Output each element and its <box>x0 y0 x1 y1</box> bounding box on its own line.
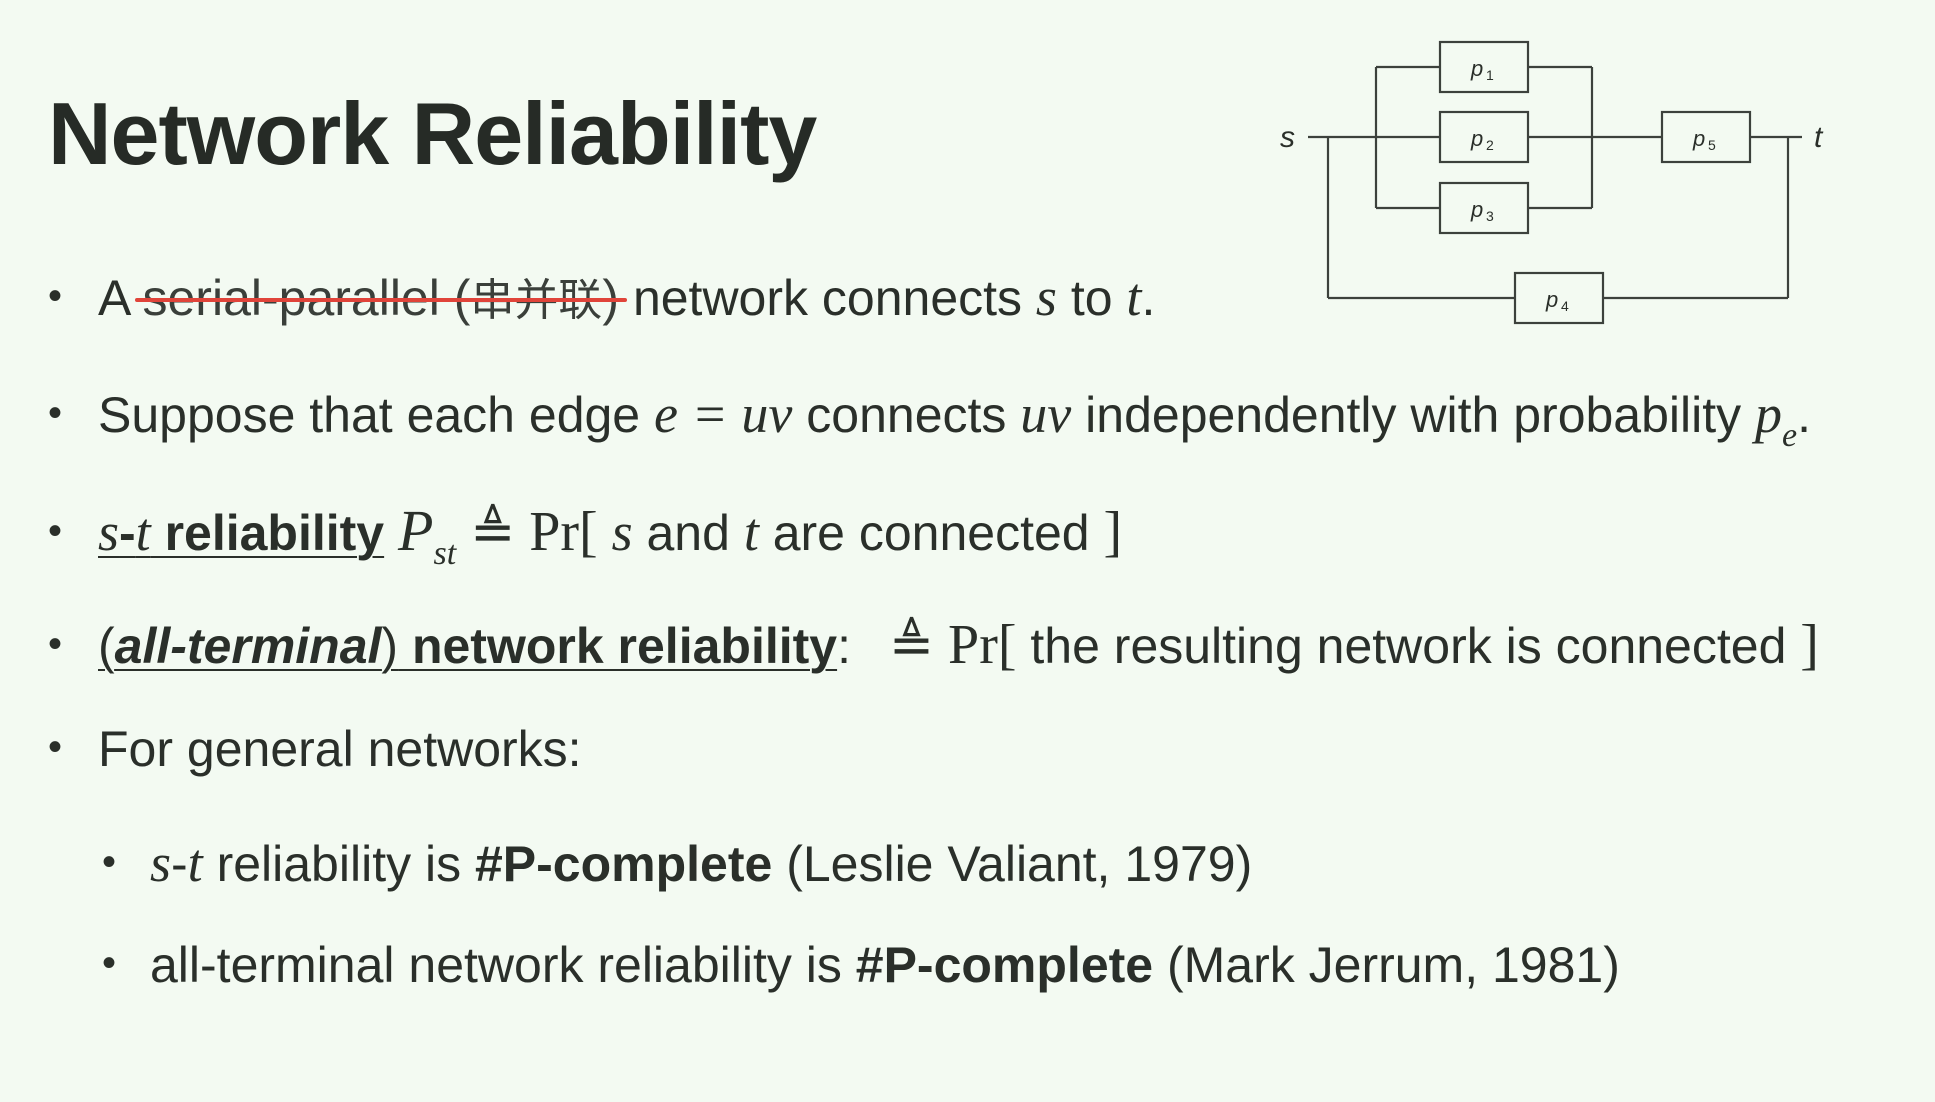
complexity-class: #P-complete <box>855 937 1154 993</box>
math-P-sub: st <box>433 535 457 572</box>
edge-label-sub: 4 <box>1561 298 1569 314</box>
math-P: P <box>398 498 434 563</box>
edge-box-p4 <box>1513 271 1605 325</box>
math-edge-eq: e = uv <box>654 384 793 444</box>
math-t: t <box>1126 267 1142 327</box>
math-s: s <box>1035 267 1057 327</box>
term-st-reliability: s-t reliability <box>98 502 385 562</box>
math-pr-open: Pr[ <box>529 501 598 563</box>
network-diagram: s t p 1 p 2 p 3 p 4 p 5 <box>1280 40 1824 325</box>
math-pr-close: ] <box>1800 614 1819 676</box>
bullet-all-terminal: •(all-terminal) network reliability: ≜ P… <box>48 613 1819 676</box>
edge-label-sub: 2 <box>1486 137 1494 153</box>
defined-as-symbol: ≜ <box>470 500 516 563</box>
math-p: p <box>1755 384 1783 444</box>
citation: (Leslie Valiant, 1979) <box>772 836 1253 892</box>
bullet-dot: • <box>48 622 63 666</box>
bullet-dot: • <box>48 391 63 435</box>
math-p-sub: e <box>1782 417 1798 454</box>
slide-title: Network Reliability <box>48 84 817 183</box>
bullet-general-networks: •For general networks: <box>48 721 582 777</box>
bullet-st-reliability: •s-t reliability Pst ≜ Pr[ s and t are c… <box>48 498 1123 572</box>
complexity-class: #P-complete <box>474 836 773 892</box>
defined-as-symbol: ≜ <box>888 613 935 676</box>
bullet-dot: • <box>48 509 63 553</box>
edge-label: p <box>1470 56 1483 81</box>
edge-label-sub: 5 <box>1708 137 1716 153</box>
bullet-dot: • <box>48 274 63 318</box>
bullet-dot: • <box>102 840 117 884</box>
edge-box-p3 <box>1438 181 1530 235</box>
sink-label: t <box>1814 121 1824 154</box>
edge-label-sub: 1 <box>1486 67 1494 83</box>
edge-label: p <box>1470 126 1483 151</box>
edge-label: p <box>1692 126 1705 151</box>
edge-box-p2 <box>1438 110 1530 164</box>
edge-box-p1 <box>1438 40 1530 94</box>
edge-label: p <box>1545 287 1558 312</box>
citation: (Mark Jerrum, 1981) <box>1153 937 1620 993</box>
math-pr-open: Pr[ <box>948 614 1017 676</box>
bullet-dot: • <box>102 941 117 985</box>
bullet-serial-parallel: •A serial-parallel (串并联) network connect… <box>48 267 1156 327</box>
edge-label: p <box>1470 197 1483 222</box>
bullet-text: A <box>98 270 129 326</box>
term-network-reliability: (all-terminal) network reliability <box>98 618 838 674</box>
math-pr-close: ] <box>1103 501 1123 563</box>
bullet-dot: • <box>48 725 63 769</box>
edge-box-p5 <box>1660 110 1752 164</box>
source-label: s <box>1280 121 1295 154</box>
edge-label-sub: 3 <box>1486 208 1494 224</box>
bullet-edge-probability: •Suppose that each edge e = uv connects … <box>48 384 1812 454</box>
struck-out-term: serial-parallel (串并联) <box>142 270 620 326</box>
sub-bullet-st-complexity: •s-t reliability is #P-complete (Leslie … <box>102 833 1253 893</box>
sub-bullet-all-terminal-complexity: •all-terminal network reliability is #P-… <box>102 937 1620 993</box>
math-uv: uv <box>1020 384 1072 444</box>
